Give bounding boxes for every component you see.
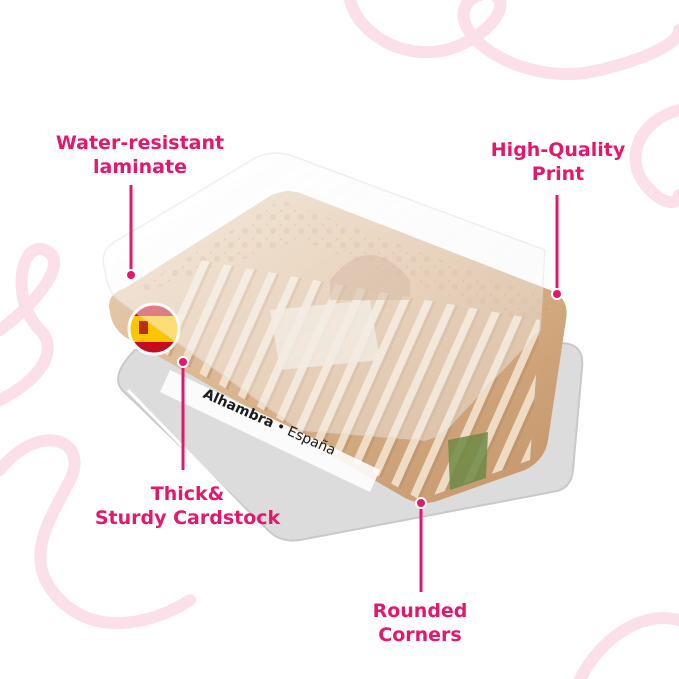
callout-rounded-line1: Rounded: [372, 600, 468, 622]
callout-quality-line2: Print: [531, 163, 585, 185]
caption-strip: [160, 370, 380, 492]
swirl-left: [0, 242, 61, 406]
callout-water-line2: laminate: [93, 156, 187, 178]
swirl-bottom-right: [574, 612, 679, 679]
callout-water-resistant: Water-resistant laminate: [45, 131, 235, 179]
callout-thick-cardstock: Thick& Sturdy Cardstock: [80, 482, 295, 530]
callout-water-line1: Water-resistant: [55, 132, 225, 154]
photo-greenery: [448, 432, 488, 490]
cardstock-edge: [126, 388, 553, 547]
laminate-highlight: [106, 160, 260, 281]
callout-high-quality: High-Quality Print: [478, 138, 638, 186]
callout-rounded-corners: Rounded Corners: [350, 599, 490, 647]
callout-thick-line1: Thick&: [150, 483, 225, 505]
swirl-right: [629, 104, 679, 208]
callout-thick-line2: Sturdy Cardstock: [94, 507, 281, 529]
laminate-sheet: [102, 152, 546, 441]
callout-quality-line1: High-Quality: [490, 139, 626, 161]
callout-rounded-line2: Corners: [378, 624, 462, 646]
swirl-top: [344, 0, 679, 80]
swirl-bottom-left: [0, 434, 196, 629]
